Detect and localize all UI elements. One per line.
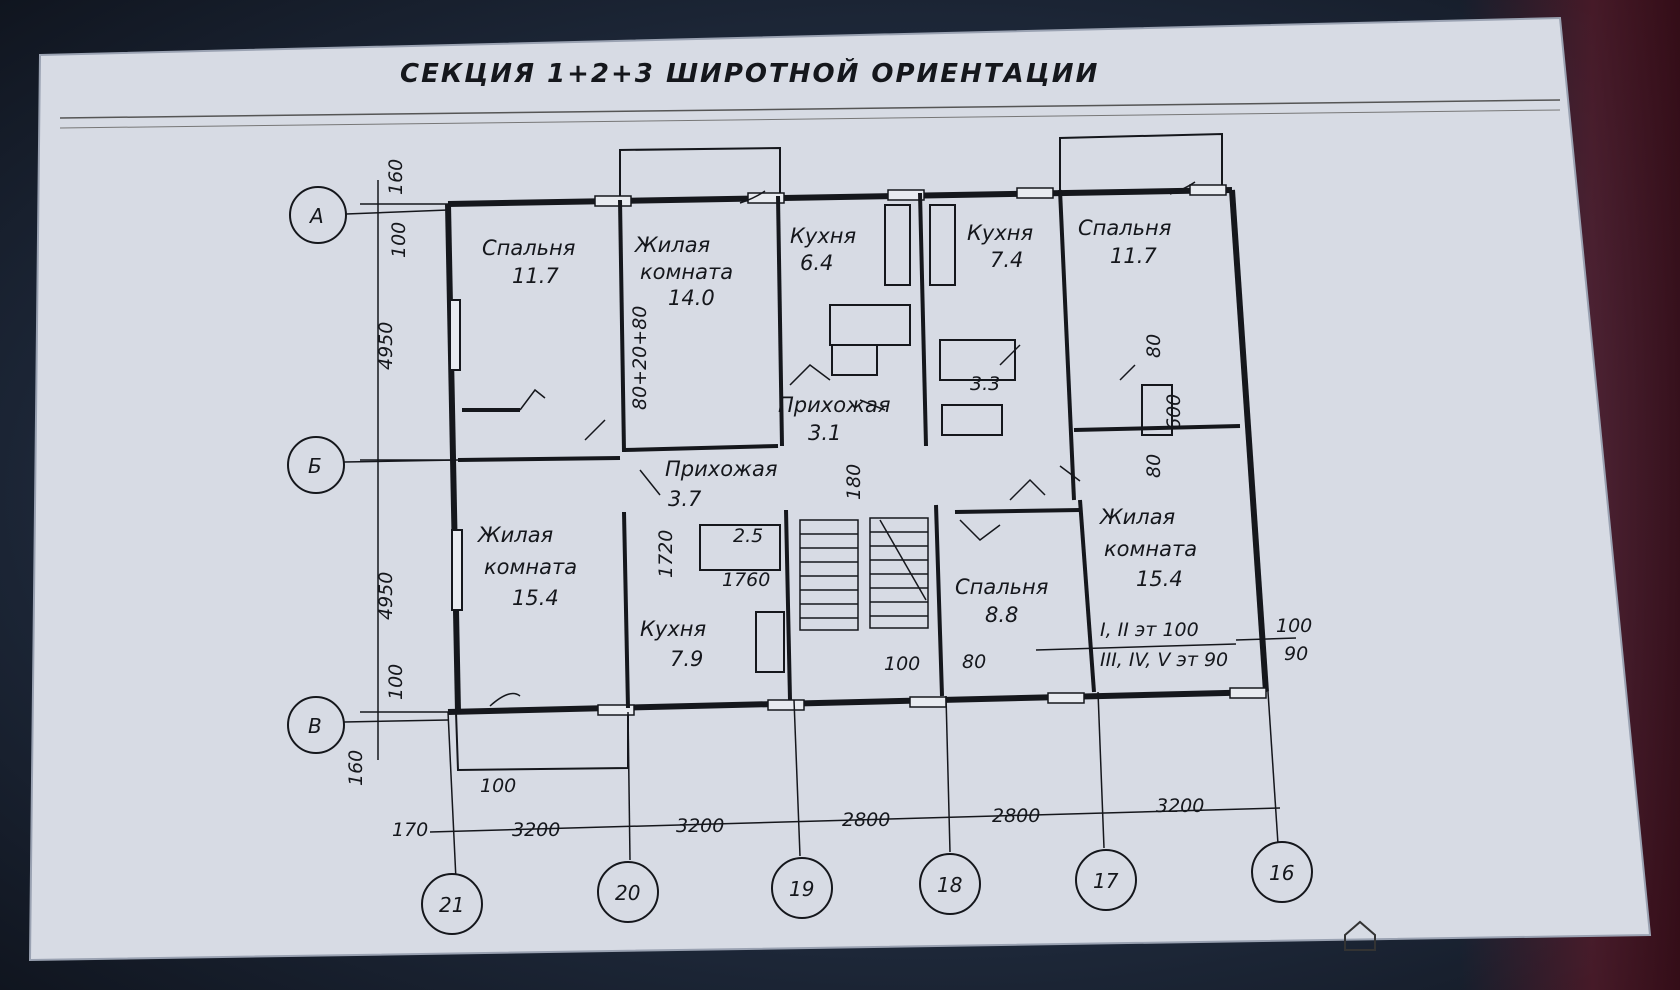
room-area: 14.0 (668, 286, 715, 310)
room-name: Кухня (790, 224, 856, 248)
room-name: Жилая (1098, 505, 1175, 529)
axis-marker-row-b: Б (287, 436, 345, 494)
svg-text:100: 100 (884, 653, 920, 675)
svg-text:80+20+80: 80+20+80 (629, 306, 651, 410)
axis-marker-col-20: 20 (597, 861, 659, 923)
svg-text:19: 19 (789, 877, 814, 901)
room-area: 11.7 (512, 264, 559, 288)
svg-text:2800: 2800 (842, 809, 890, 831)
svg-text:170: 170 (392, 819, 428, 841)
axis-marker-col-19: 19 (771, 857, 833, 919)
room-name: Кухня (967, 221, 1033, 245)
room-area: 8.8 (985, 603, 1018, 627)
room-name: Спальня (1078, 216, 1171, 240)
svg-text:2800: 2800 (992, 805, 1040, 827)
svg-text:18: 18 (937, 873, 962, 897)
svg-text:160: 160 (345, 750, 367, 786)
axis-marker-row-v: В (287, 696, 345, 754)
left-dimension-chain: 160 100 4950 4950 100 160 (345, 159, 450, 786)
column-axis-markers: 21 20 19 18 17 16 (421, 841, 1313, 935)
outer-walls (445, 132, 1269, 772)
staircase (799, 517, 929, 631)
svg-text:3200: 3200 (676, 815, 724, 837)
svg-text:80: 80 (1143, 454, 1165, 478)
room-name: комната (484, 555, 577, 579)
room-name: комната (640, 260, 733, 284)
svg-text:21: 21 (439, 893, 464, 917)
svg-text:4950: 4950 (375, 322, 397, 370)
svg-text:90: 90 (1284, 643, 1308, 665)
room-name: Спальня (955, 575, 1048, 599)
room-name: Жилая (476, 523, 553, 547)
inner-dimensions: 80+20+80 3.3 180 2.5 1760 1720 100 80 80… (629, 306, 1312, 675)
svg-text:1760: 1760 (722, 569, 770, 591)
svg-text:3200: 3200 (512, 819, 560, 841)
svg-text:100: 100 (385, 664, 407, 700)
svg-text:20: 20 (615, 881, 640, 905)
svg-text:80: 80 (962, 651, 986, 673)
svg-text:4950: 4950 (375, 572, 397, 620)
axis-marker-col-21: 21 (421, 873, 483, 935)
room-labels: Спальня 11.7 Жилая комната 14.0 Кухня 6.… (476, 216, 1197, 671)
room-area: 15.4 (1136, 567, 1183, 591)
windows (594, 184, 1267, 716)
room-name: Прихожая (665, 457, 777, 481)
svg-text:I, II эт 100: I, II эт 100 (1100, 619, 1199, 641)
paper-sheet (30, 18, 1650, 960)
svg-text:180: 180 (843, 464, 865, 500)
room-area: 7.9 (670, 647, 703, 671)
svg-text:16: 16 (1269, 861, 1294, 885)
bottom-dimension-chain: 3200 3200 2800 2800 3200 170 100 (392, 691, 1281, 881)
axis-marker-col-17: 17 (1075, 849, 1137, 911)
room-area: 3.1 (808, 421, 841, 445)
svg-text:Б: Б (308, 454, 322, 478)
room-name: Жилая (633, 233, 710, 257)
svg-text:3200: 3200 (1156, 795, 1204, 817)
fixtures (699, 204, 1173, 673)
svg-text:2.5: 2.5 (733, 525, 763, 547)
svg-text:600: 600 (1163, 394, 1185, 430)
axis-marker-col-16: 16 (1251, 841, 1313, 903)
left-wall-windows (449, 299, 463, 611)
doors (489, 181, 1196, 707)
room-name: Спальня (482, 236, 575, 260)
room-area: 7.4 (990, 248, 1023, 272)
svg-text:80: 80 (1143, 334, 1165, 358)
axis-marker-col-18: 18 (919, 853, 981, 915)
svg-text:160: 160 (385, 159, 407, 195)
room-area: 6.4 (800, 251, 833, 275)
svg-text:III, IV, V эт 90: III, IV, V эт 90 (1100, 649, 1228, 671)
interior-walls (457, 189, 1241, 709)
axis-marker-row-a: А (289, 186, 347, 244)
svg-text:1720: 1720 (655, 530, 677, 578)
room-name: Кухня (640, 617, 706, 641)
house-stamp-icon (1344, 920, 1376, 951)
svg-text:100: 100 (480, 775, 516, 797)
room-area: 11.7 (1110, 244, 1157, 268)
room-name: Прихожая (778, 393, 890, 417)
room-name: комната (1104, 537, 1197, 561)
svg-text:100: 100 (1276, 615, 1312, 637)
room-area: 3.7 (668, 487, 702, 511)
row-axis-markers: А Б В (287, 186, 459, 754)
svg-text:В: В (308, 714, 322, 738)
room-area: 15.4 (512, 586, 559, 610)
svg-text:17: 17 (1093, 869, 1119, 893)
plan-title: СЕКЦИЯ 1+2+3 ШИРОТНОЙ ОРИЕНТАЦИИ (400, 57, 1099, 89)
svg-text:3.3: 3.3 (970, 373, 1000, 395)
svg-text:100: 100 (388, 222, 410, 258)
svg-text:А: А (308, 204, 324, 228)
